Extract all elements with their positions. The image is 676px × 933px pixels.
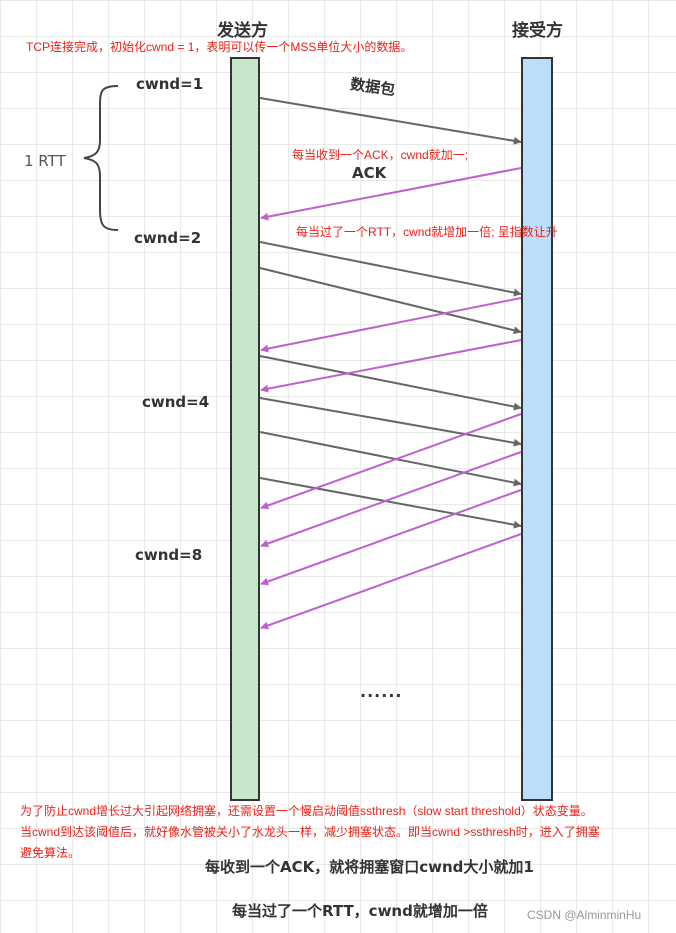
data-arrow [259,397,522,447]
data-arrow [259,355,522,411]
note-init: TCP连接完成，初始化cwnd = 1，表明可以传一个MSS单位大小的数据。 [26,40,413,54]
ack-arrow [260,167,522,221]
cwnd-1-label: cwnd=1 [136,75,204,93]
data-arrow [259,97,522,145]
cwnd-4-label: cwnd=4 [142,393,210,411]
rtt-label: 1 RTT [24,152,66,170]
note-threshold-3: 避免算法。 [20,846,81,860]
ack-label: ACK [352,164,387,182]
note-threshold-1: 为了防止cwnd增长过大引起网络拥塞，还需设置一个慢启动阈值ssthresh（s… [20,804,593,818]
data-arrows [259,97,522,529]
data-arrow [259,241,522,297]
watermark: CSDN @AlminminHu [527,908,642,922]
sender-timeline-bar [230,57,260,801]
receiver-timeline-bar [521,57,553,801]
cwnd-2-label: cwnd=2 [134,229,202,247]
ack-arrows [260,167,522,630]
note-rtt-double: 每当过了一个RTT，cwnd就增加一倍; 呈指数让升 [296,225,558,239]
summary-line-2: 每当过了一个RTT，cwnd就增加一倍 [232,902,488,920]
receiver-header: 接受方 [512,21,563,41]
data-arrow [259,477,522,529]
rtt-brace [83,85,119,231]
data-arrow [259,431,522,487]
note-threshold-2: 当cwnd到达该阈值后，就好像水管被关小了水龙头一样，减少拥塞状态。即当cwnd… [20,825,600,839]
ack-arrow [260,413,522,510]
ack-arrow [260,489,522,586]
sender-header: 发送方 [217,21,268,41]
data-arrow [259,267,522,335]
ack-arrow [260,533,522,630]
ack-arrow [260,451,522,548]
ack-arrow [260,297,522,353]
ellipsis: ...... [360,682,403,701]
cwnd-8-label: cwnd=8 [135,546,203,564]
ack-arrow [260,339,522,393]
note-ack-increment: 每当收到一个ACK，cwnd就加一; [292,148,469,162]
summary-line-1: 每收到一个ACK，就将拥塞窗口cwnd大小就加1 [205,858,534,876]
